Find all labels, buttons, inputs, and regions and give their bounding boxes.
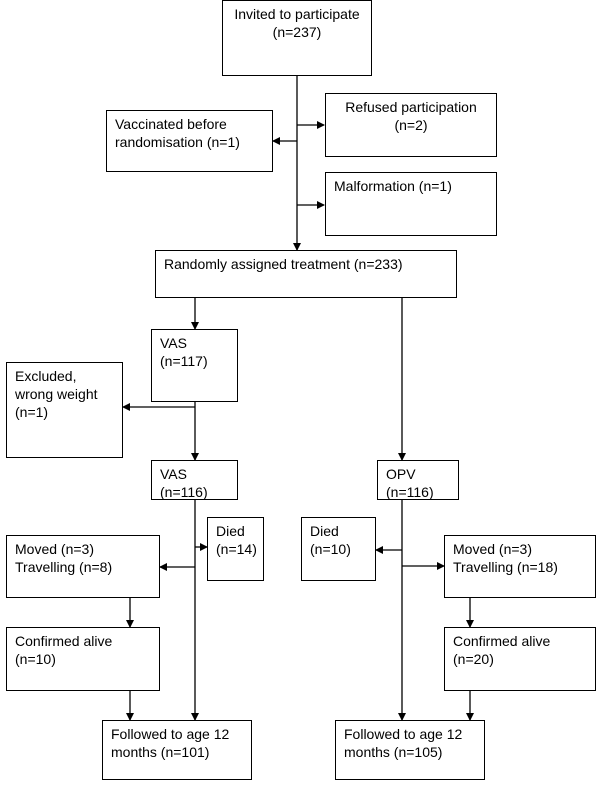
randomised-box: Randomly assigned treatment (n=233) <box>155 250 457 298</box>
opv-moved-label: Moved (n=3) <box>453 541 532 557</box>
vas-box: VAS (n=116) <box>151 460 238 500</box>
vas-alive-box: Confirmed alive (n=10) <box>6 627 160 691</box>
vaccinated-label: Vaccinated before <box>115 116 227 132</box>
vas-alive-count: (n=10) <box>15 651 56 667</box>
vaccinated-count: randomisation (n=1) <box>115 134 240 150</box>
excluded-label-1: Excluded, <box>15 368 77 384</box>
excluded-label-2: wrong weight <box>15 386 98 402</box>
vas-count: (n=116) <box>160 484 208 500</box>
opv-moved-box: Moved (n=3) Travelling (n=18) <box>444 535 596 598</box>
opv-died-box: Died (n=10) <box>301 517 376 581</box>
opv-died-count: (n=10) <box>310 541 351 557</box>
malformation-label: Malformation (n=1) <box>334 178 452 194</box>
vas-randomised-label: VAS <box>160 335 187 351</box>
vas-moved-box: Moved (n=3) Travelling (n=8) <box>6 535 160 598</box>
invited-count: (n=237) <box>272 24 322 40</box>
vas-label: VAS <box>160 466 187 482</box>
refused-count: (n=2) <box>394 117 428 133</box>
refused-label: Refused participation <box>345 99 477 115</box>
vas-died-count: (n=14) <box>216 541 257 557</box>
opv-travelling-label: Travelling (n=18) <box>453 559 558 575</box>
invited-box: Invited to participate (n=237) <box>222 0 372 76</box>
opv-followed-label: Followed to age 12 <box>344 726 463 742</box>
refused-box: Refused participation (n=2) <box>325 93 497 157</box>
vas-randomised-count: (n=117) <box>160 353 208 369</box>
vas-travelling-label: Travelling (n=8) <box>15 559 113 575</box>
vaccinated-box: Vaccinated before randomisation (n=1) <box>106 110 273 172</box>
opv-count: (n=116) <box>386 484 434 500</box>
vas-followed-count: months (n=101) <box>111 744 210 760</box>
opv-box: OPV (n=116) <box>377 460 459 500</box>
vas-followed-label: Followed to age 12 <box>111 726 230 742</box>
opv-alive-count: (n=20) <box>453 651 494 667</box>
vas-died-box: Died (n=14) <box>207 517 264 581</box>
opv-followed-box: Followed to age 12 months (n=105) <box>335 720 485 780</box>
vas-died-label: Died <box>216 523 245 539</box>
opv-died-label: Died <box>310 523 339 539</box>
opv-label: OPV <box>386 466 416 482</box>
opv-alive-label: Confirmed alive <box>453 633 551 649</box>
excluded-box: Excluded, wrong weight (n=1) <box>6 362 123 458</box>
vas-alive-label: Confirmed alive <box>15 633 113 649</box>
opv-followed-count: months (n=105) <box>344 744 443 760</box>
malformation-box: Malformation (n=1) <box>325 172 497 236</box>
opv-alive-box: Confirmed alive (n=20) <box>444 627 596 691</box>
randomised-label: Randomly assigned treatment (n=233) <box>164 256 403 272</box>
vas-moved-label: Moved (n=3) <box>15 541 94 557</box>
vas-randomised-box: VAS (n=117) <box>151 329 238 402</box>
invited-label: Invited to participate <box>234 6 360 22</box>
excluded-count: (n=1) <box>15 404 49 420</box>
vas-followed-box: Followed to age 12 months (n=101) <box>102 720 252 780</box>
